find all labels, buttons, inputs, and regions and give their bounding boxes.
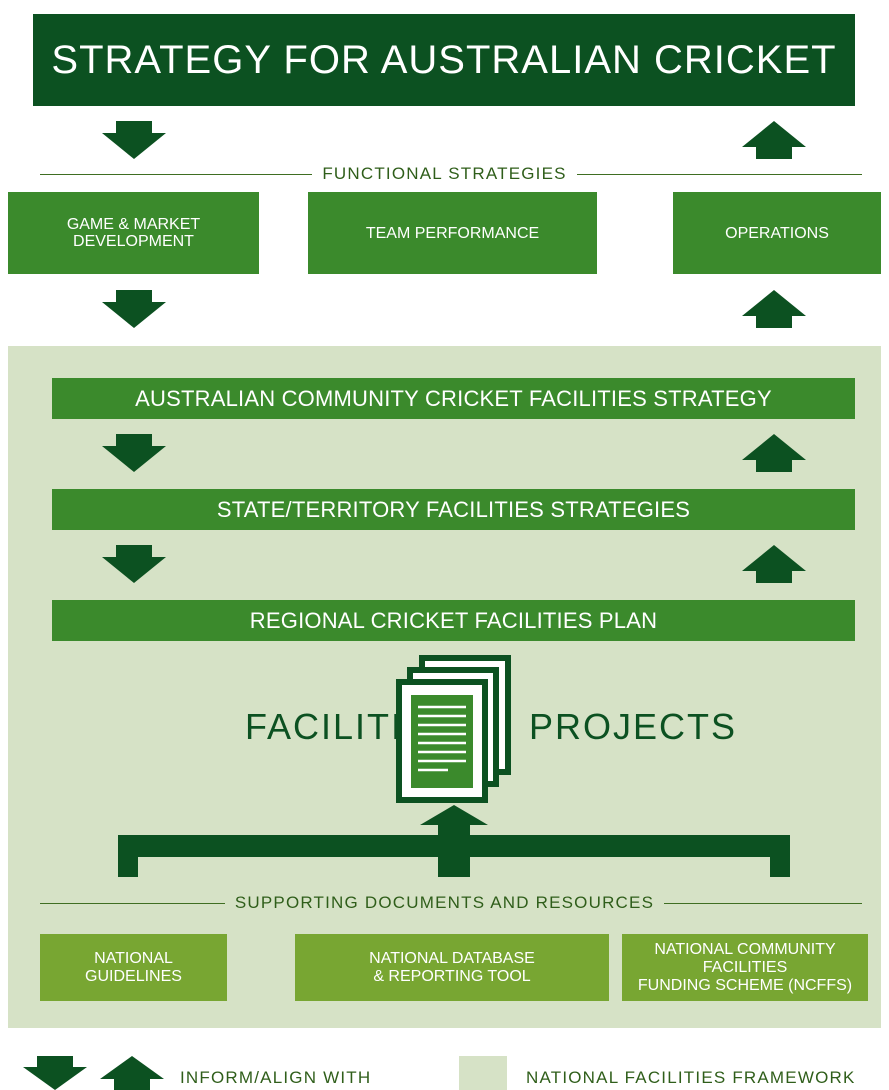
projects-word: PROJECTS bbox=[529, 706, 738, 747]
operations-box: OPERATIONS bbox=[673, 192, 881, 274]
legend-arrow-down-icon bbox=[23, 1056, 87, 1090]
documents-icon bbox=[396, 655, 514, 843]
supporting-documents-label: SUPPORTING DOCUMENTS AND RESOURCES bbox=[224, 893, 665, 913]
arrow-up-icon bbox=[742, 545, 806, 583]
box-label-line1: NATIONAL DATABASE bbox=[369, 949, 535, 967]
box-label-line1: NATIONAL COMMUNITY FACILITIES bbox=[654, 940, 836, 976]
functional-strategies-label: FUNCTIONAL STRATEGIES bbox=[312, 164, 577, 184]
box-label-line1: GAME & MARKET bbox=[66, 216, 201, 233]
legend-arrow-up-icon bbox=[100, 1056, 164, 1090]
game-market-development-box: GAME & MARKET DEVELOPMENT bbox=[8, 192, 259, 274]
box-label-line2: DEVELOPMENT bbox=[73, 233, 194, 250]
legend-inform-label: INFORM/ALIGN WITH bbox=[180, 1068, 372, 1087]
bracket-arrow-icon bbox=[118, 805, 790, 877]
national-guidelines-box: NATIONAL GUIDELINES bbox=[40, 934, 227, 1001]
page-title: STRATEGY FOR AUSTRALIAN CRICKET bbox=[33, 14, 855, 106]
arrow-up-icon bbox=[742, 121, 806, 159]
box-label-line1: NATIONAL bbox=[94, 949, 173, 967]
box-label-line2: FUNDING SCHEME (NCFFS) bbox=[637, 976, 853, 994]
state-territory-strategies-bar: STATE/TERRITORY FACILITIES STRATEGIES bbox=[52, 489, 855, 530]
arrow-down-icon bbox=[102, 545, 166, 583]
box-label: OPERATIONS bbox=[725, 224, 829, 242]
arrow-down-icon bbox=[102, 290, 166, 328]
regional-facilities-plan-bar: REGIONAL CRICKET FACILITIES PLAN bbox=[52, 600, 855, 641]
arrow-up-icon bbox=[742, 290, 806, 328]
box-label-line2: & REPORTING TOOL bbox=[373, 967, 531, 985]
legend-framework-swatch bbox=[459, 1056, 507, 1090]
arrow-down-icon bbox=[102, 121, 166, 159]
box-label: TEAM PERFORMANCE bbox=[365, 224, 540, 242]
team-performance-box: TEAM PERFORMANCE bbox=[308, 192, 597, 274]
arrow-up-icon bbox=[742, 434, 806, 472]
national-database-box: NATIONAL DATABASE & REPORTING TOOL bbox=[295, 934, 609, 1001]
community-strategy-bar: AUSTRALIAN COMMUNITY CRICKET FACILITIES … bbox=[52, 378, 855, 419]
box-label-line2: GUIDELINES bbox=[85, 967, 182, 985]
ncffs-box: NATIONAL COMMUNITY FACILITIES FUNDING SC… bbox=[622, 934, 868, 1001]
arrow-down-icon bbox=[102, 434, 166, 472]
legend-framework-label: NATIONAL FACILITIES FRAMEWORK bbox=[526, 1068, 856, 1087]
